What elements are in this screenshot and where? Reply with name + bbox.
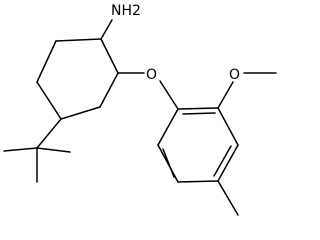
bond-tbutyl-methyl-left: [3, 147, 38, 152]
bond-aryl-methoxy-oxygen: [217, 81, 234, 109]
chemical-structure: NH2 O O: [3, 3, 277, 216]
amine-label: NH2: [111, 3, 141, 19]
para-methyl-group: [217, 180, 239, 216]
aryl-ether-linkage: O: [117, 67, 179, 110]
bond-aryl-c4-c5: [177, 180, 219, 183]
bond-aryl-double-2: [213, 145, 232, 177]
tert-butyl-group: [3, 118, 71, 183]
bond-aryl-c3-c4: [217, 144, 239, 182]
bond-aryl-double-3: [162, 148, 175, 178]
bond-aryl-c6-c1: [157, 108, 179, 146]
bond-c4-quaternary-carbon: [36, 118, 62, 149]
bond-ring-c1-c2: [100, 38, 119, 74]
bond-c1-nitrogen: [100, 19, 113, 40]
bond-ring-c2-c3: [99, 72, 119, 108]
benzene-ring: [157, 107, 239, 183]
bond-aryl-methyl: [217, 180, 239, 216]
bond-tbutyl-methyl-right: [36, 147, 71, 153]
bond-oxygen-aryl: [159, 80, 179, 110]
bond-aryl-c2-c3: [217, 107, 239, 146]
bond-ring-c3-c4: [60, 106, 101, 120]
bond-ring-c6-c1: [55, 38, 102, 42]
bond-aryl-double-1: [182, 112, 216, 115]
bond-aryl-c1-c2: [177, 107, 219, 110]
bond-ring-c5-c6: [36, 40, 57, 83]
bond-ring-c4-c5: [36, 81, 62, 120]
ether-oxygen-label: O: [146, 67, 157, 83]
cyclohexane-ring: [36, 38, 119, 120]
methoxy-group: O: [217, 67, 277, 109]
methoxy-oxygen-label: O: [229, 67, 240, 83]
amine-group: NH2: [100, 3, 141, 40]
